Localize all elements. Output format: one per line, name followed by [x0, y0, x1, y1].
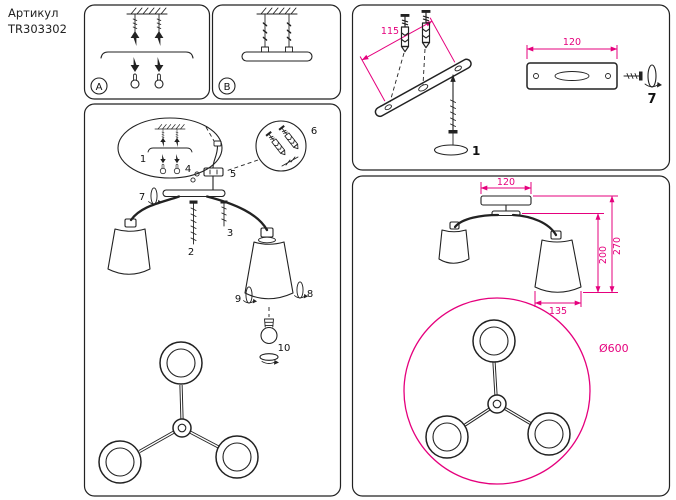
diameter-circle — [403, 297, 591, 485]
label-circle-a — [90, 77, 108, 95]
article-label: Артикул — [8, 6, 59, 20]
bar-slot — [554, 71, 590, 81]
step-label-tighten: 7 — [647, 92, 656, 107]
dim-120-label: 120 — [563, 37, 581, 48]
step-label-3: 3 — [227, 228, 233, 239]
lamp-side-view — [438, 195, 582, 293]
step-label-10: 10 — [278, 343, 291, 354]
mounting-strap — [359, 17, 472, 118]
screw-icon — [194, 171, 200, 177]
dimension-line-115 — [361, 20, 433, 61]
leader-line — [422, 48, 426, 86]
dim-shade-width-label: 135 — [549, 306, 567, 317]
bracket-callout: 1 — [117, 117, 223, 179]
left-shade — [107, 218, 151, 275]
strap-hole — [418, 84, 429, 92]
right-arm — [511, 213, 558, 237]
step-label-mount: 1 — [472, 144, 480, 158]
strap-hole — [454, 65, 462, 72]
bulb-icon — [260, 318, 278, 345]
screw-threads — [626, 73, 638, 79]
panel-assembly-frame — [83, 103, 342, 497]
article-number: TR303302 — [8, 21, 67, 36]
dim-body-height-label: 200 — [598, 246, 609, 264]
strap-hole — [384, 104, 392, 111]
panel-b-label: B — [224, 82, 231, 93]
screw-threads — [450, 99, 456, 127]
shade-ring — [258, 236, 276, 244]
screw-icon — [190, 177, 196, 183]
left-arm — [453, 213, 500, 229]
screw-head-icon — [189, 200, 198, 204]
strap-body — [374, 58, 472, 118]
panel-dimensions: 120 270 200 135 Ø600 — [351, 175, 671, 497]
mounting-bracket — [147, 147, 193, 153]
bar-hole — [605, 73, 611, 79]
step-label-1: 1 — [140, 154, 146, 165]
bar-hole — [533, 73, 539, 79]
leader-line — [225, 159, 259, 172]
step-label-2: 2 — [188, 247, 194, 258]
article-block: Артикул TR303302 — [8, 6, 67, 37]
decorative-cup — [433, 144, 469, 156]
step-label-7: 7 — [139, 192, 145, 203]
step-label-5: 5 — [230, 169, 236, 180]
lamp-top-view — [425, 319, 571, 459]
anchor-callout: 6 — [255, 120, 317, 172]
socket — [124, 218, 137, 228]
panel-bracket-mounting: 115 1 120 — [351, 4, 671, 171]
mounting-bar — [162, 189, 226, 198]
leader-line — [389, 52, 405, 103]
socket — [550, 230, 562, 240]
extension-line — [359, 56, 386, 102]
step-label-9: 9 — [235, 294, 241, 305]
panel-a: A — [83, 4, 211, 100]
frame-top-view — [98, 341, 259, 484]
wall-hatch-icon — [281, 156, 299, 167]
hub-bar — [491, 210, 521, 217]
panel-assembly: 1 6 4 5 7 — [83, 103, 342, 497]
screw-head-icon — [448, 130, 458, 134]
hub-hole — [492, 399, 502, 409]
leader-line — [205, 126, 215, 142]
socket — [449, 221, 460, 230]
step-label-8: 8 — [307, 289, 313, 300]
terminal-screws — [209, 169, 218, 175]
long-screw — [433, 74, 469, 156]
turn-icon — [644, 64, 662, 88]
screw-head-icon — [639, 71, 643, 81]
dim-canopy-label: 120 — [497, 177, 515, 188]
hub-hole — [177, 423, 187, 433]
dim-total-height-label: 270 — [612, 237, 623, 255]
power-cable — [212, 145, 219, 169]
panel-bracket-frame — [351, 4, 671, 171]
extension-line — [429, 17, 456, 63]
thumb-screw — [623, 71, 643, 81]
cross-bar — [526, 62, 618, 90]
right-shade — [244, 227, 294, 300]
shade-body — [107, 228, 151, 275]
right-arm — [205, 195, 269, 232]
bar-body — [526, 62, 618, 90]
step-label-4: 4 — [185, 164, 191, 175]
panel-dimensions-frame — [351, 175, 671, 497]
step-label-6: 6 — [311, 126, 317, 137]
panel-b: B — [211, 4, 342, 100]
label-circle-b — [218, 77, 236, 95]
screw-threads — [221, 206, 227, 222]
left-arm — [129, 195, 181, 222]
shade-body — [244, 241, 294, 300]
hub — [172, 418, 192, 438]
dim-diameter-label: Ø600 — [599, 342, 629, 355]
canopy-plate — [241, 51, 313, 62]
screw-threads — [190, 207, 197, 241]
shade-body — [438, 229, 470, 264]
turn-horizontal-icon — [259, 353, 279, 365]
canopy-assembly: 4 5 — [185, 140, 236, 191]
dim-115-label: 115 — [381, 26, 399, 37]
panel-a-label: A — [96, 82, 103, 93]
hub — [487, 394, 507, 414]
shade-body — [534, 239, 582, 293]
mounting-bracket — [100, 51, 194, 59]
